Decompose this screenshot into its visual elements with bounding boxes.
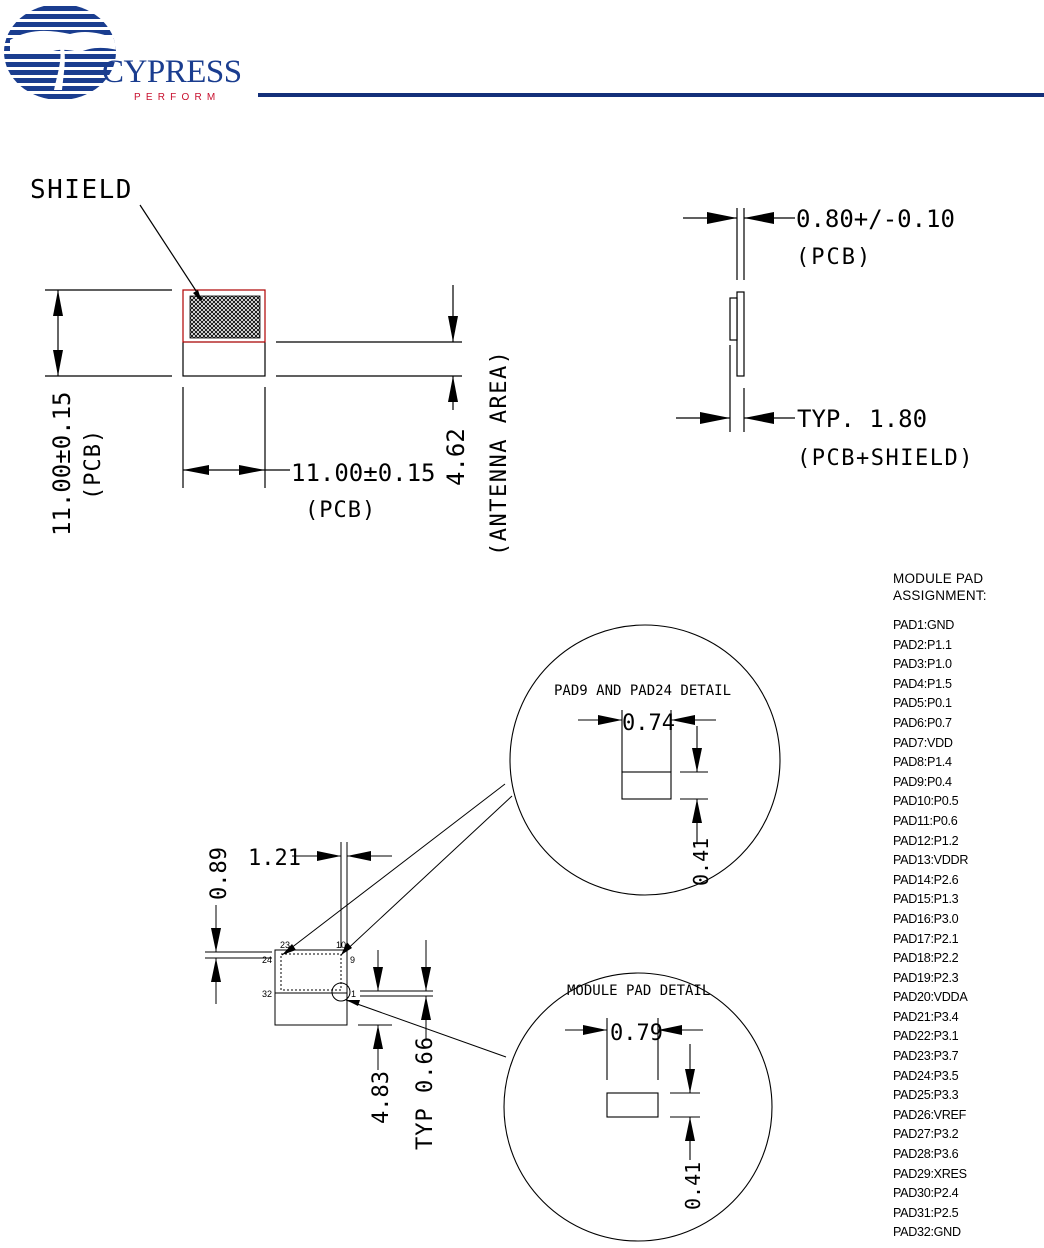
detail-circle-module-pad (503, 972, 773, 1242)
pad-number-32: 32 (262, 989, 272, 999)
width-dim-note: (PCB) (305, 498, 376, 523)
pad-assignment-title-line1: MODULE PAD (893, 571, 984, 586)
detail-pad9-24-title: PAD9 AND PAD24 DETAIL (554, 683, 731, 699)
pad-assignment-item: PAD5:P0.1 (893, 696, 952, 711)
pad-assignment-item: PAD18:P2.2 (893, 951, 959, 966)
shield-hatch (189, 295, 261, 339)
pad-number-23: 23 (280, 940, 290, 950)
pcb-thickness-note: (PCB) (796, 245, 872, 270)
pad-assignment-item: PAD26:VREF (893, 1107, 967, 1122)
side-view (676, 208, 795, 432)
pad-assignment-item: PAD19:P2.3 (893, 970, 959, 985)
pad-assignment-item: PAD16:P3.0 (893, 911, 959, 926)
pad-number-9: 9 (350, 955, 355, 965)
pad-assignment-item: PAD25:P3.3 (893, 1088, 959, 1103)
total-thickness-note: (PCB+SHIELD) (797, 446, 974, 471)
detail-module-pad-width: 0.79 (610, 1021, 663, 1046)
cypress-globe-icon (4, 4, 116, 100)
detail-pad9-24-width: 0.74 (622, 711, 675, 736)
shield-leader-line (139, 204, 203, 301)
dim-0-89: 0.89 (207, 847, 232, 900)
height-dim-note: (PCB) (81, 429, 106, 500)
page-header: CYPRESS PERFORM (4, 4, 1044, 103)
pad-assignment-item: PAD6:P0.7 (893, 715, 952, 730)
pad1-detail-circle (331, 982, 351, 1002)
detail-pad9-pad24 (509, 624, 781, 896)
detail-circle-pad9-24 (509, 624, 781, 896)
pad-assignment-item: PAD9:P0.4 (893, 774, 952, 789)
header-rule (258, 93, 1044, 97)
pad-assignment-item: PAD24:P3.5 (893, 1068, 959, 1083)
pad-assignment-item: PAD2:P1.1 (893, 637, 952, 652)
pad-assignment-item: PAD22:P3.1 (893, 1029, 959, 1044)
pad-assignment-item: PAD23:P3.7 (893, 1049, 959, 1064)
pad-assignment-item: PAD21:P3.4 (893, 1009, 959, 1024)
pad-assignment-list: PAD1:GND PAD2:P1.1 PAD3:P1.0 PAD4:P1.5 P… (893, 616, 968, 1243)
pad-assignment-item: PAD20:VDDA (893, 990, 968, 1005)
logo-brand-text: CYPRESS (102, 54, 242, 90)
detail-pad-shape-module (606, 1092, 659, 1118)
pad-assignment-item: PAD15:P1.3 (893, 892, 959, 907)
pad-number-24: 24 (262, 955, 272, 965)
side-shield (729, 297, 738, 341)
dim-1-21: 1.21 (248, 846, 301, 871)
dim-typ-0-66: TYP 0.66 (413, 1036, 438, 1150)
detail-module-pad-title: MODULE PAD DETAIL (567, 983, 710, 999)
pad-assignment-item: PAD8:P1.4 (893, 755, 952, 770)
pad-number-labels: 23 10 24 9 32 1 (262, 940, 356, 999)
shield-label: SHIELD (30, 175, 133, 205)
height-dim-value: 11.00±0.15 (48, 392, 76, 537)
pad-assignment-item: PAD28:P3.6 (893, 1147, 959, 1162)
pad-assignment-item: PAD32:GND (893, 1225, 961, 1240)
pad-assignment-title: MODULE PAD ASSIGNMENT: (893, 570, 987, 604)
logo-tagline-text: PERFORM (134, 92, 220, 103)
pad-assignment-item: PAD4:P1.5 (893, 676, 952, 691)
pad-assignment-item: PAD1:GND (893, 618, 955, 632)
detail-pad9-24-height: 0.41 (689, 838, 713, 886)
bottom-module-body (274, 949, 348, 1026)
pad-assignment-item: PAD7:VDD (893, 735, 953, 750)
shield-outline (182, 289, 266, 343)
pad-assignment-item: PAD13:VDDR (893, 853, 969, 868)
antenna-dim-value: 4.62 (442, 428, 470, 486)
detail-pad-shape-pad9-24 (621, 771, 672, 800)
top-view (45, 204, 462, 488)
pad-assignment-item: PAD14:P2.6 (893, 872, 959, 887)
pad-assignment-item: PAD17:P2.1 (893, 931, 959, 946)
pad-assignment-item: PAD10:P0.5 (893, 794, 959, 809)
pcb-thickness-value: 0.80+/-0.10 (796, 205, 955, 233)
shield-leader-arrow (193, 290, 202, 302)
pad-assignment-item: PAD30:P2.4 (893, 1186, 959, 1201)
detail-module-pad-height: 0.41 (681, 1162, 705, 1210)
width-dim-value: 11.00±0.15 (291, 459, 436, 487)
pad-ring-area (280, 953, 342, 991)
side-pcb (736, 291, 745, 377)
pad-assignment-item: PAD29:XRES (893, 1166, 967, 1181)
pad-assignment-item: PAD12:P1.2 (893, 833, 959, 848)
pad-assignment-item: PAD27:P3.2 (893, 1127, 959, 1142)
bottom-view (205, 783, 513, 1070)
dim-4-83: 4.83 (369, 1071, 394, 1124)
pad-assignment-item: PAD31:P2.5 (893, 1205, 959, 1220)
pad-assignment-item: PAD11:P0.6 (893, 813, 958, 828)
pad-number-10: 10 (336, 940, 346, 950)
cypress-logo: CYPRESS PERFORM (4, 4, 242, 103)
total-thickness-value: TYP. 1.80 (797, 405, 927, 433)
pad-assignment-title-line2: ASSIGNMENT: (893, 588, 987, 603)
pad-assignment-item: PAD3:P1.0 (893, 657, 952, 672)
detail-module-pad (503, 972, 773, 1242)
antenna-dim-note: (ANTENNA AREA) (487, 350, 512, 556)
pad-number-1: 1 (351, 989, 356, 999)
